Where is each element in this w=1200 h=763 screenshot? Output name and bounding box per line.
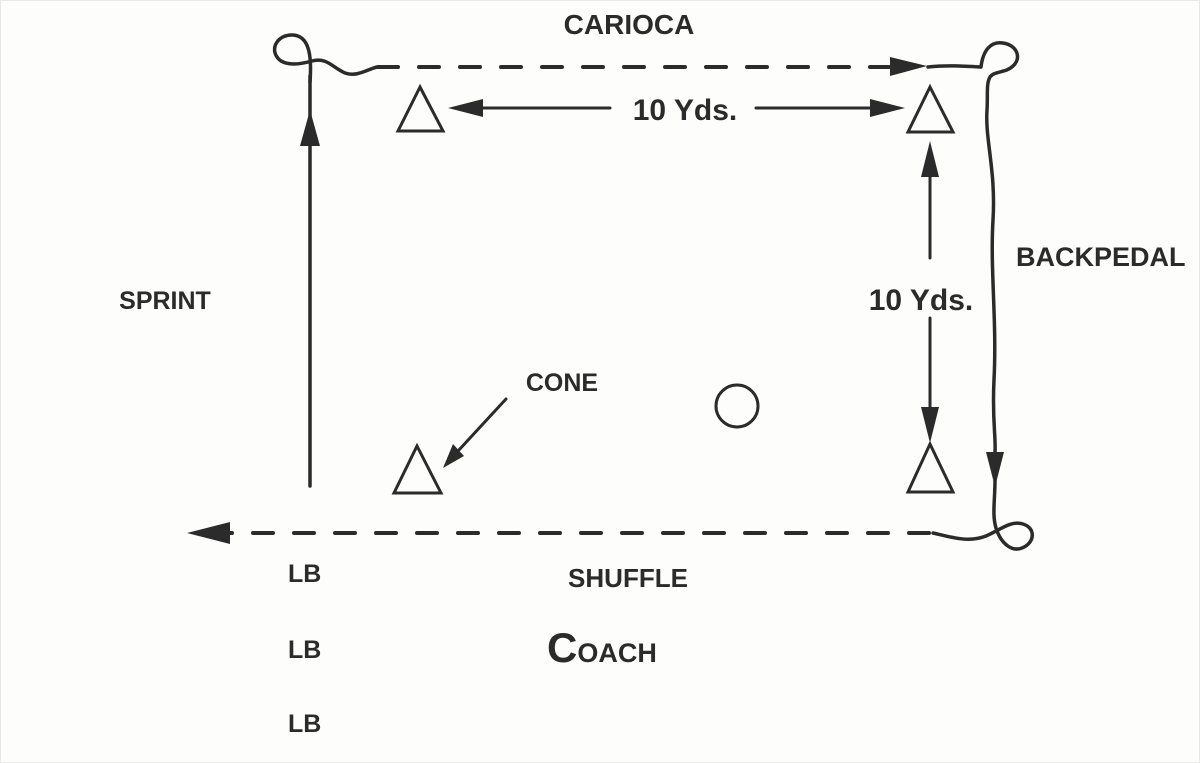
top-distance-left-arrowhead-icon <box>448 99 483 117</box>
carioca-label: CARIOCA <box>564 9 695 40</box>
carioca-right-arrowhead-icon <box>890 57 927 76</box>
cone-marker-top-left-icon <box>395 83 446 133</box>
coach-label-initial: C <box>547 624 577 671</box>
backpedal-down-arrowhead-icon <box>986 452 1004 487</box>
coach-position-circle-icon <box>714 383 760 429</box>
cone-marker-bottom-right-icon <box>905 440 956 494</box>
cone-callout-arrowhead-icon <box>443 444 464 468</box>
right-distance-up-arrowhead-icon <box>921 141 939 177</box>
cone-marker-bottom-left-icon <box>391 442 444 495</box>
linebacker-label-1: LB <box>288 560 321 588</box>
cone-marker-top-right-icon <box>905 83 956 134</box>
cone-callout-pointer-line <box>456 397 508 453</box>
shuffle-left-arrowhead-icon <box>187 522 230 544</box>
linebacker-label-2: LB <box>288 636 321 664</box>
linebacker-label-3: LB <box>288 710 321 738</box>
top-distance-right-arrowhead-icon <box>870 99 905 117</box>
turn-loop-bottom-right-icon <box>931 478 1034 551</box>
right-distance-down-arrowhead-icon <box>921 407 939 443</box>
right-distance-label: 10 Yds. <box>869 284 974 317</box>
coach-label: COACH <box>547 624 657 671</box>
cone-callout-label: CONE <box>526 369 598 397</box>
sprint-label: SPRINT <box>119 287 211 315</box>
sprint-up-arrowhead-icon <box>300 110 320 146</box>
turn-loop-top-right-and-backpedal-path <box>926 41 1020 454</box>
shuffle-label: SHUFFLE <box>568 563 688 593</box>
backpedal-label: BACKPEDAL <box>1016 242 1186 272</box>
top-distance-label: 10 Yds. <box>633 94 738 127</box>
coach-label-rest: OACH <box>577 638 657 668</box>
start-loop-top-left-icon <box>272 33 379 84</box>
